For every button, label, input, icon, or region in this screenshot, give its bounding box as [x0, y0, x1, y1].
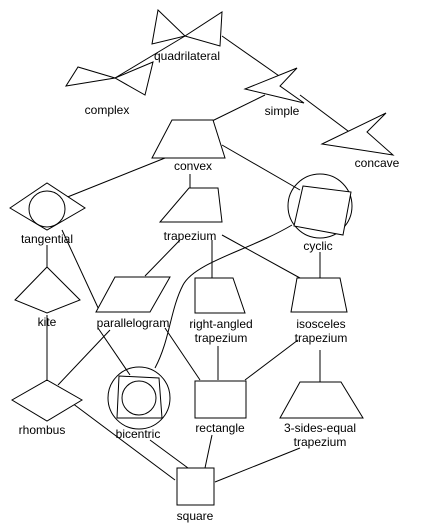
- quadrilateral-shape: [151, 8, 223, 47]
- label-line: 3-sides-equal: [284, 421, 356, 435]
- edge-parallelogram-rhombus: [57, 329, 111, 386]
- edge-trapezium-parallelogram: [144, 239, 181, 277]
- label-line: cyclic: [303, 239, 332, 253]
- label-convex: convex: [174, 159, 212, 173]
- label-line: right-angled: [189, 317, 252, 331]
- label-rectangle: rectangle: [195, 421, 245, 435]
- edge-rectangle-square: [204, 434, 213, 469]
- label-line: rectangle: [195, 421, 245, 435]
- edge-parallelogram-rectangle: [164, 327, 201, 381]
- complex-shape: [64, 61, 154, 96]
- rhombus-shape: [11, 379, 83, 422]
- label-bicentric: bicentric: [116, 427, 161, 441]
- shapes: [9, 8, 395, 506]
- edge-bicentric-square: [149, 439, 189, 469]
- edge-convex-cyclic: [221, 144, 301, 191]
- label-rhombus: rhombus: [19, 423, 66, 437]
- parallelogram-shape: [95, 276, 171, 313]
- trapezium-shape: [158, 187, 223, 223]
- label-line: complex: [85, 103, 130, 117]
- edge-trapezium-isosceles: [221, 234, 301, 279]
- cyclic-shape: [293, 185, 352, 236]
- tangential-shape: [9, 182, 86, 231]
- label-quadrilateral: quadrilateral: [154, 49, 220, 63]
- kite-shape: [14, 266, 81, 314]
- label-concave: concave: [355, 156, 400, 170]
- bicentric-incircle: [121, 380, 157, 416]
- simple-shape: [243, 67, 305, 104]
- label-line: quadrilateral: [154, 49, 220, 63]
- edge-convex-tangential: [59, 157, 166, 201]
- tangential-incircle: [28, 190, 66, 228]
- label-line: rhombus: [19, 423, 66, 437]
- edge-parallelogram-bicentric: [97, 327, 131, 376]
- edge-rhombus-square: [67, 399, 176, 481]
- labels: quadrilateral complex simple convex conc…: [19, 49, 400, 523]
- label-line: simple: [265, 104, 300, 118]
- label-line: kite: [38, 315, 57, 329]
- edge-simple-convex: [209, 94, 266, 123]
- label-complex: complex: [85, 103, 130, 117]
- label-line: trapezium: [164, 229, 217, 243]
- convex-shape: [151, 119, 226, 159]
- label-line: square: [177, 509, 214, 523]
- edge-tangential-parallelogram: [61, 229, 101, 313]
- label-kite: kite: [38, 315, 57, 329]
- square-shape: [176, 467, 215, 506]
- concave-shape: [320, 112, 395, 156]
- label-line: parallelogram: [97, 316, 170, 330]
- label-line: concave: [355, 156, 400, 170]
- label-line: convex: [174, 159, 212, 173]
- label-square: square: [177, 509, 214, 523]
- label-trapezium: trapezium: [164, 229, 217, 243]
- edge-quadrilateral-complex: [114, 35, 186, 79]
- label-line: tangential: [21, 232, 73, 246]
- label-tangential: tangential: [21, 232, 73, 246]
- edge-cyclic-bicentric: [154, 224, 293, 369]
- label-line: bicentric: [116, 427, 161, 441]
- edge-isosceles-rectangle: [244, 339, 299, 381]
- right-angled-trapezium-shape: [194, 277, 246, 314]
- label-simple: simple: [265, 104, 300, 118]
- edge-quadrilateral-simple: [221, 35, 283, 79]
- label-line: isosceles: [296, 317, 345, 331]
- label-line: trapezium: [195, 331, 248, 345]
- edge-3sides-square: [214, 447, 301, 483]
- isosceles-trapezium-shape: [290, 277, 348, 313]
- three-sides-equal-trapezium-shape: [279, 381, 364, 419]
- rectangle-shape: [194, 380, 247, 419]
- label-cyclic: cyclic: [303, 239, 332, 253]
- edges: [46, 35, 361, 483]
- cyclic-circumcircle: [287, 173, 353, 239]
- label-line: trapezium: [294, 435, 347, 449]
- label-line: trapezium: [295, 331, 348, 345]
- bicentric-shape: [116, 375, 163, 419]
- bicentric-circumcircle: [107, 366, 171, 430]
- label-parallelogram: parallelogram: [97, 316, 170, 330]
